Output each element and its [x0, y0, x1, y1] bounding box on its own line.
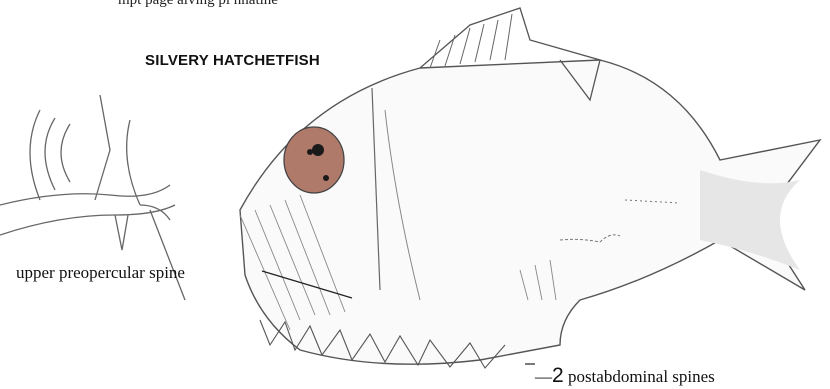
postabdominal-count: 2: [552, 364, 564, 387]
postabdominal-spines-label: —2 postabdominal spines: [535, 364, 715, 388]
figure-title: SILVERY HATCHETFISH: [145, 52, 320, 69]
upper-preopercular-spine-label: upper preopercular spine: [16, 263, 185, 283]
eye: [284, 127, 344, 193]
postabdominal-text: postabdominal spines: [568, 367, 715, 386]
